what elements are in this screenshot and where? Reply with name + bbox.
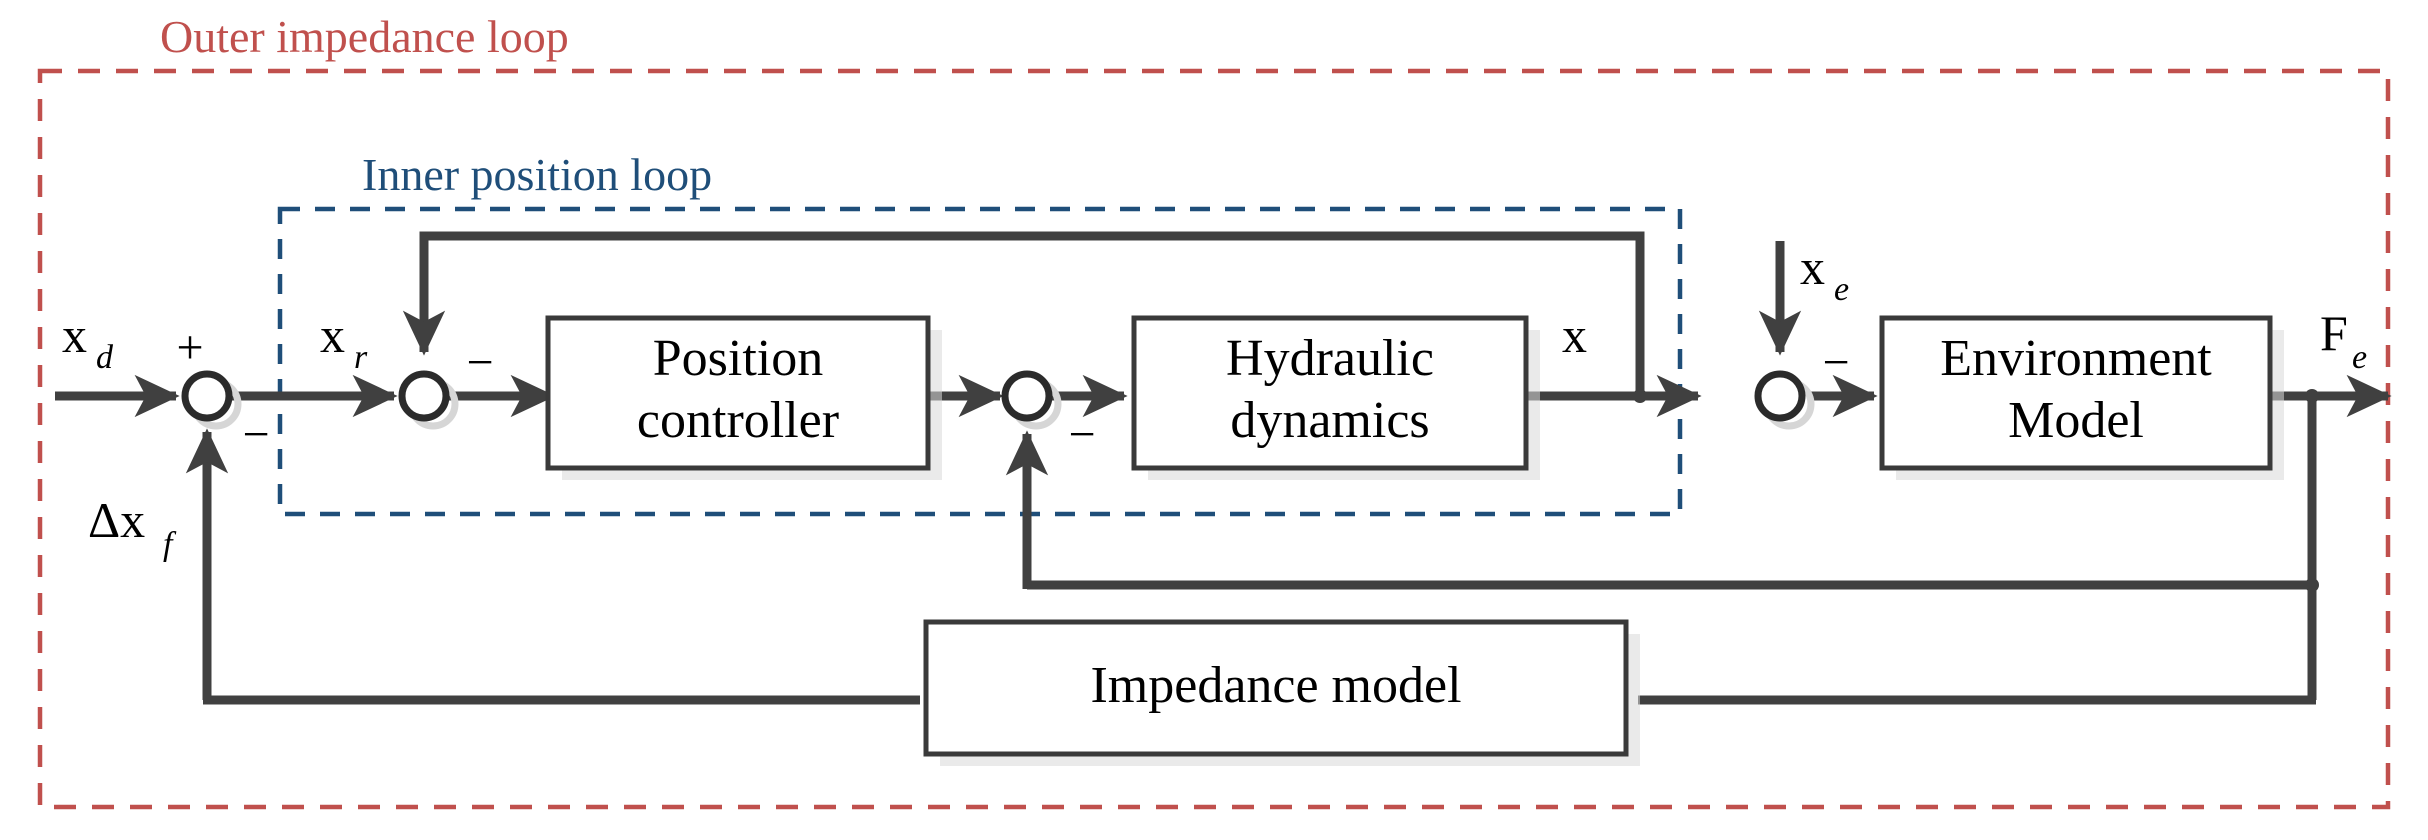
sign-outer-minus: − (242, 408, 269, 461)
hydraulic-dynamics-block[interactable] (1131, 315, 1529, 471)
hydraulic-dynamics-label-line1: Hydraulic (1226, 330, 1434, 387)
outer-loop-boundary (37, 68, 2391, 810)
environment-model-block[interactable] (1879, 315, 2273, 471)
position-controller-label-line1: Position (653, 330, 824, 387)
sign-outer-plus: + (176, 321, 203, 374)
sign-force-minus: − (1068, 408, 1095, 461)
outer-loop-label: Outer impedance loop (160, 11, 569, 62)
signal-label-Fe: F (2320, 305, 2348, 361)
environment-model-label-line2: Model (2008, 392, 2144, 449)
sign-environment-minus: − (1822, 336, 1849, 389)
signal-sub-xr: r (354, 339, 368, 376)
position-controller-label-line2: controller (637, 392, 839, 449)
signal-label-xr: x (320, 307, 345, 363)
position-controller-block[interactable] (545, 315, 931, 471)
sign-position-minus: − (466, 336, 493, 389)
signal-label-xd: x (62, 307, 87, 363)
signal-sub-Fe: e (2352, 339, 2367, 376)
signal-label-dxf: Δx (88, 492, 145, 548)
impedance-model-block[interactable] (923, 619, 1629, 757)
sum-outer-junction[interactable] (181, 370, 233, 422)
inner-loop-boundary (277, 206, 1683, 517)
wire-position-feedback (402, 231, 1645, 396)
signal-label-x: x (1562, 307, 1587, 363)
inner-loop-label: Inner position loop (362, 149, 712, 200)
sum-position-junction[interactable] (398, 370, 450, 422)
environment-model-label-line1: Environment (1940, 330, 2212, 387)
branch-dot-Fe (2305, 389, 2319, 403)
sum-force-junction[interactable] (1001, 370, 1053, 422)
branch-dot-Fe-lower (2305, 578, 2319, 592)
signal-label-xe: x (1800, 239, 1825, 295)
signal-sub-xd: d (96, 339, 114, 376)
impedance-model-label: Impedance model (1090, 657, 1461, 714)
signal-sub-xe: e (1834, 271, 1849, 308)
hydraulic-dynamics-label-line2: dynamics (1230, 392, 1429, 449)
signal-sub-dxf: f (163, 526, 177, 563)
branch-dot-x (1633, 389, 1647, 403)
sum-environment-junction[interactable] (1754, 370, 1806, 422)
